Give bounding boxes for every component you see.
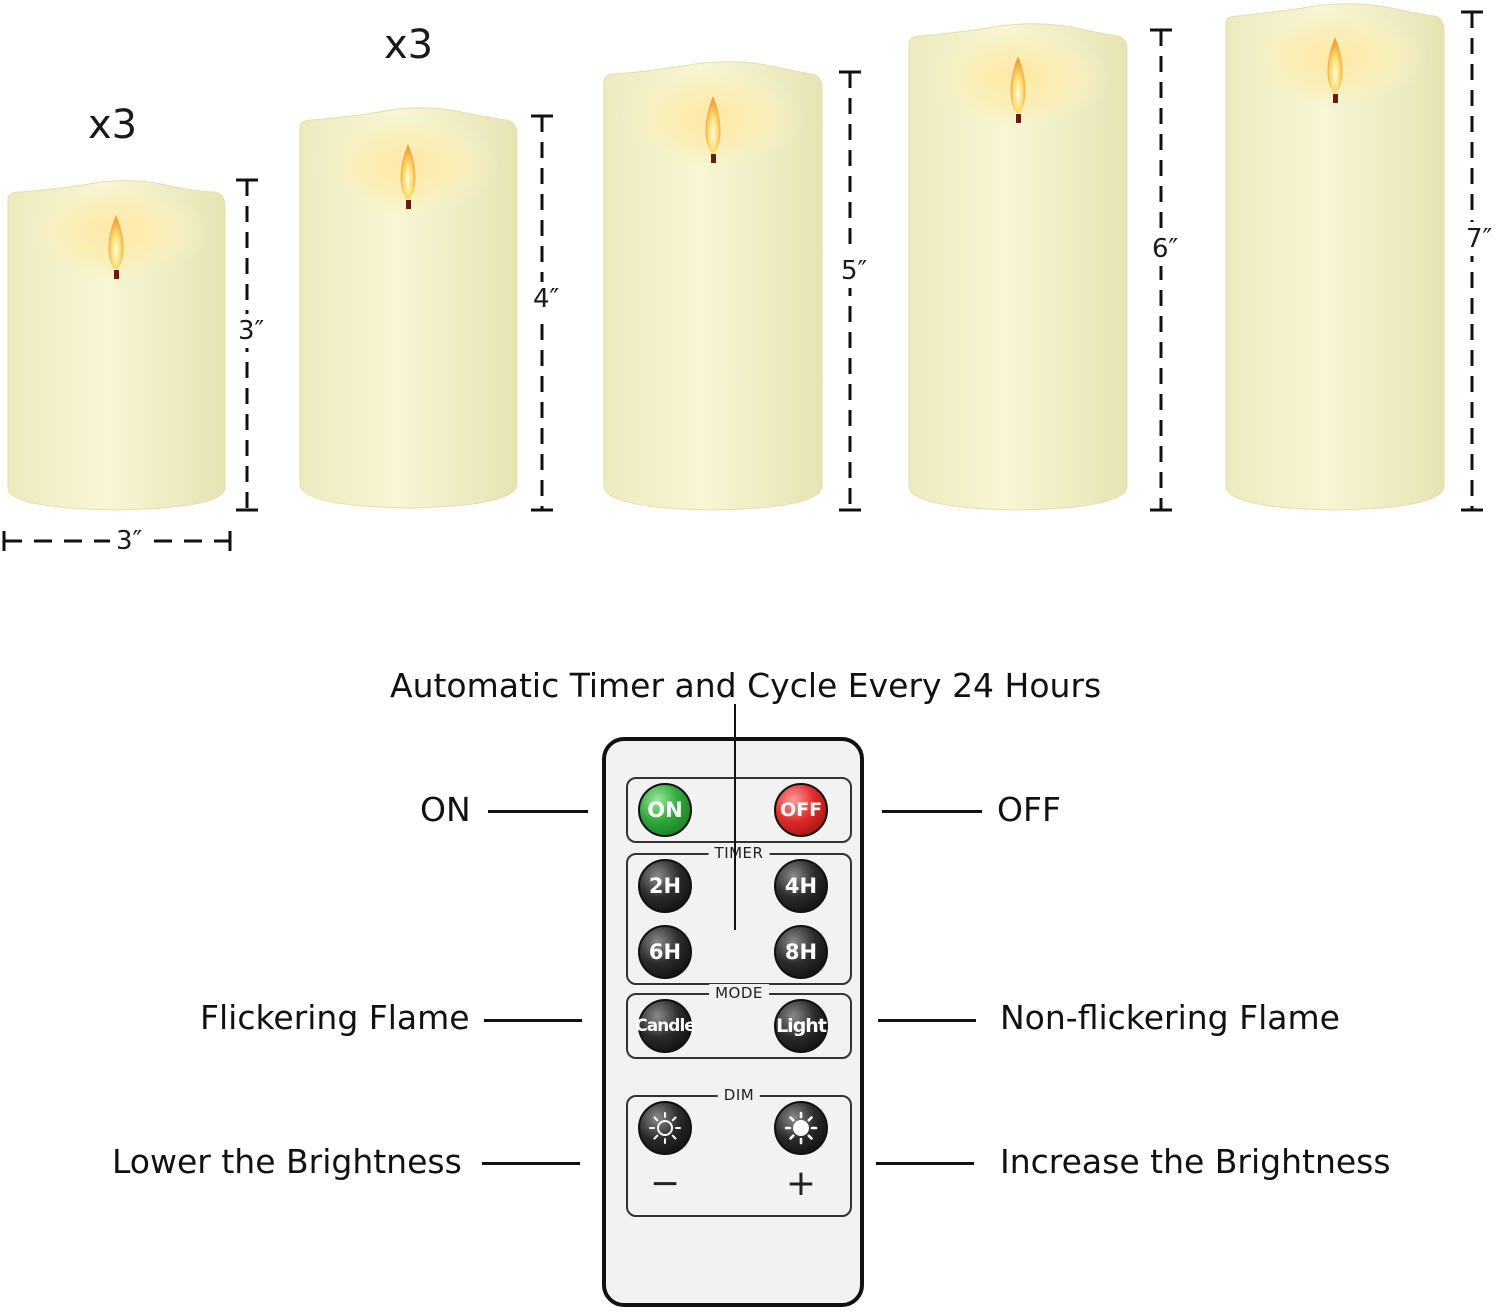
timer-6h-button[interactable]: 6H <box>638 925 692 979</box>
candle-5in <box>603 61 823 511</box>
candle-7in <box>1225 3 1445 511</box>
height-label-7in: 7″ <box>1466 222 1493 256</box>
flame-icon <box>108 215 124 270</box>
on-button[interactable]: ON <box>638 783 692 837</box>
callout-lower-brightness: Lower the Brightness <box>112 1142 462 1181</box>
timer-4h-button[interactable]: 4H <box>774 859 828 913</box>
leader-line-on <box>488 810 588 813</box>
height-dimension-6in <box>1150 28 1172 512</box>
off-button[interactable]: OFF <box>774 783 828 837</box>
light-mode-button[interactable]: Light <box>774 999 828 1053</box>
width-label-3in: 3″ <box>110 524 149 558</box>
leader-line-flickering <box>484 1019 582 1022</box>
leader-line-non-flickering <box>878 1019 976 1022</box>
height-label-3in: 3″ <box>238 314 265 348</box>
dim-lower-button[interactable] <box>638 1101 692 1155</box>
height-label-6in: 6″ <box>1152 232 1179 266</box>
timer-2h-button[interactable]: 2H <box>638 859 692 913</box>
leader-line-lower <box>482 1162 580 1165</box>
timer-cycle-note: Automatic Timer and Cycle Every 24 Hours <box>390 666 1102 705</box>
height-dimension-7in <box>1461 10 1483 512</box>
candle-4in <box>299 107 518 509</box>
minus-sign: − <box>649 1163 681 1204</box>
candle-mode-button[interactable]: Candle <box>635 999 696 1053</box>
callout-increase-brightness: Increase the Brightness <box>1000 1142 1391 1181</box>
flame-icon <box>1010 56 1026 114</box>
candle-set-illustration <box>2 3 1483 551</box>
sun-filled-icon <box>784 1111 818 1145</box>
mode-button-group: MODE Candle Light <box>626 984 852 1059</box>
dim-button-group: DIM − <box>626 1086 852 1217</box>
mode-group-title: MODE <box>709 984 769 1002</box>
candle-3in <box>7 180 226 511</box>
height-label-4in: 4″ <box>533 282 560 316</box>
callout-off: OFF <box>997 790 1061 829</box>
callout-on: ON <box>420 790 471 829</box>
power-button-group: ON OFF <box>626 777 852 843</box>
dim-group-title: DIM <box>717 1086 761 1104</box>
timer-note-pointer <box>734 704 736 930</box>
timer-group-title: TIMER <box>708 844 770 862</box>
timer-button-group: TIMER 2H 4H 6H 8H <box>626 844 852 985</box>
sun-outline-icon <box>649 1112 681 1144</box>
height-label-5in: 5″ <box>841 254 868 288</box>
remote-control: ON OFF TIMER 2H 4H 6H 8H MODE Candle Lig… <box>602 737 864 1307</box>
plus-sign: + <box>785 1163 817 1204</box>
flame-icon <box>705 96 721 154</box>
flame-icon <box>1327 37 1343 94</box>
dim-higher-button[interactable] <box>774 1101 828 1155</box>
candle-quantity-label: x3 <box>384 22 434 68</box>
height-dimension-5in <box>839 70 861 512</box>
candle-quantity-label: x3 <box>88 102 138 148</box>
flame-icon <box>400 144 416 200</box>
leader-line-increase <box>876 1162 974 1165</box>
callout-non-flickering-flame: Non-flickering Flame <box>1000 998 1340 1037</box>
candle-6in <box>908 23 1128 511</box>
timer-8h-button[interactable]: 8H <box>774 925 828 979</box>
callout-flickering-flame: Flickering Flame <box>200 998 470 1037</box>
width-dimension-3in <box>2 531 232 551</box>
leader-line-off <box>882 810 982 813</box>
